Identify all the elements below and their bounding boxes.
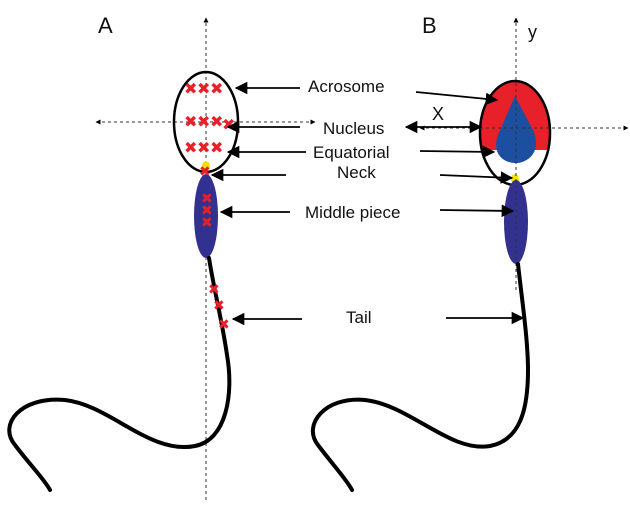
marker-tail-1: ✖ <box>208 282 220 298</box>
arrow-neck-to-b <box>439 171 514 184</box>
marker-acrosome-2: ✖ <box>197 79 210 98</box>
marker-tail-2: ✖ <box>213 298 225 314</box>
panel-a-middle-piece <box>194 174 218 258</box>
marker-nucleus-3: ✖ <box>210 112 223 131</box>
x-axis-label: X <box>432 104 444 124</box>
marker-nucleus-4: ✖ <box>222 115 235 134</box>
label-acrosome: Acrosome <box>308 77 385 96</box>
panel-b: B y X <box>311 13 629 492</box>
arrow-equatorial-to-b <box>419 145 496 159</box>
center-labels: Acrosome Nucleus Equatorial Neck Middle … <box>305 77 400 327</box>
label-equatorial: Equatorial <box>313 143 390 162</box>
marker-acrosome-3: ✖ <box>210 79 223 98</box>
marker-tail-3: ✖ <box>218 317 230 333</box>
label-neck: Neck <box>337 163 376 182</box>
marker-midpiece-2: ✖ <box>201 203 213 219</box>
panel-a-tail <box>7 256 232 492</box>
panel-a-label: A <box>98 13 113 38</box>
label-tail: Tail <box>346 308 372 327</box>
marker-neck: ✖ <box>199 164 211 180</box>
marker-acrosome-1: ✖ <box>184 79 197 98</box>
marker-midpiece-1: ✖ <box>201 191 213 207</box>
panel-a-markers: ✖ ✖ ✖ ✖ ✖ ✖ ✖ ✖ ✖ ✖ ✖ ✖ ✖ ✖ ✖ ✖ ✖ <box>184 79 235 333</box>
marker-nucleus-2: ✖ <box>197 112 210 131</box>
label-middle-piece: Middle piece <box>305 203 400 222</box>
label-nucleus: Nucleus <box>323 119 384 138</box>
marker-equatorial-2: ✖ <box>197 138 210 157</box>
panel-a-neck <box>202 161 210 171</box>
panel-b-label: B <box>422 13 437 38</box>
y-axis-label: y <box>528 22 537 42</box>
arrow-middle-piece-to-b <box>439 204 515 218</box>
arrow-acrosome-to-b <box>415 91 499 106</box>
panel-a: A ✖ ✖ ✖ ✖ ✖ ✖ ✖ ✖ ✖ ✖ ✖ ✖ ✖ ✖ ✖ ✖ <box>7 13 316 500</box>
arrows <box>210 81 525 326</box>
marker-midpiece-3: ✖ <box>201 215 213 231</box>
panel-b-tail <box>311 262 531 492</box>
marker-equatorial-1: ✖ <box>184 138 197 157</box>
marker-equatorial-3: ✖ <box>210 138 223 157</box>
marker-nucleus-1: ✖ <box>184 112 197 131</box>
